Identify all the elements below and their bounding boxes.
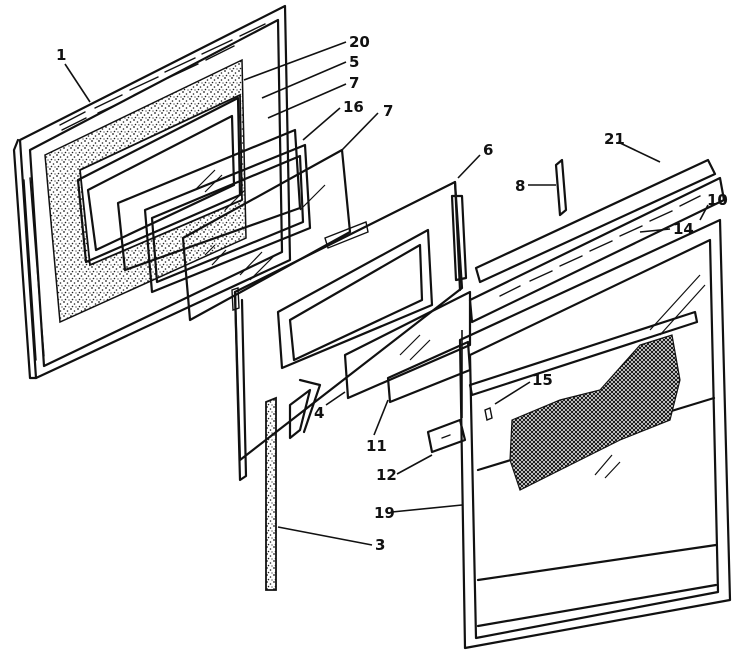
hinge-bracket [288,378,322,440]
callout-5: 5 [349,53,359,71]
callout-10: 10 [707,191,728,209]
hinge-rail [468,310,699,421]
callout-14: 14 [673,220,694,238]
window-panel [343,290,472,404]
callout-16: 16 [343,98,364,116]
top-vent-trim [474,158,717,284]
callout-7a: 7 [349,74,359,92]
callout-15: 15 [532,371,553,389]
callout-8: 8 [515,177,525,195]
leader-lines [64,41,709,546]
callout-21: 21 [604,130,625,148]
callout-20: 20 [349,33,370,51]
callout-labels: 1 20 5 7 16 7 6 8 21 10 14 15 4 11 12 19… [56,33,728,554]
door-hinge [426,418,467,454]
latch-clip [554,158,568,217]
callout-11: 11 [366,437,387,455]
callout-7b: 7 [383,102,393,120]
outer-glass-panel [181,148,352,322]
callout-4: 4 [314,404,324,422]
mesh-glass [509,334,681,491]
side-trim-strip [265,396,277,591]
callout-6: 6 [483,141,493,159]
inner-door-liner [231,180,468,482]
callout-1: 1 [56,46,66,64]
outer-door-panel [12,4,292,380]
vent-channel [468,176,726,324]
glass-gasket [143,143,312,294]
vent-slots-top [59,23,266,131]
callout-12: 12 [376,466,397,484]
callout-19: 19 [374,504,395,522]
callout-3: 3 [375,536,385,554]
inner-glass-panel [116,128,302,272]
